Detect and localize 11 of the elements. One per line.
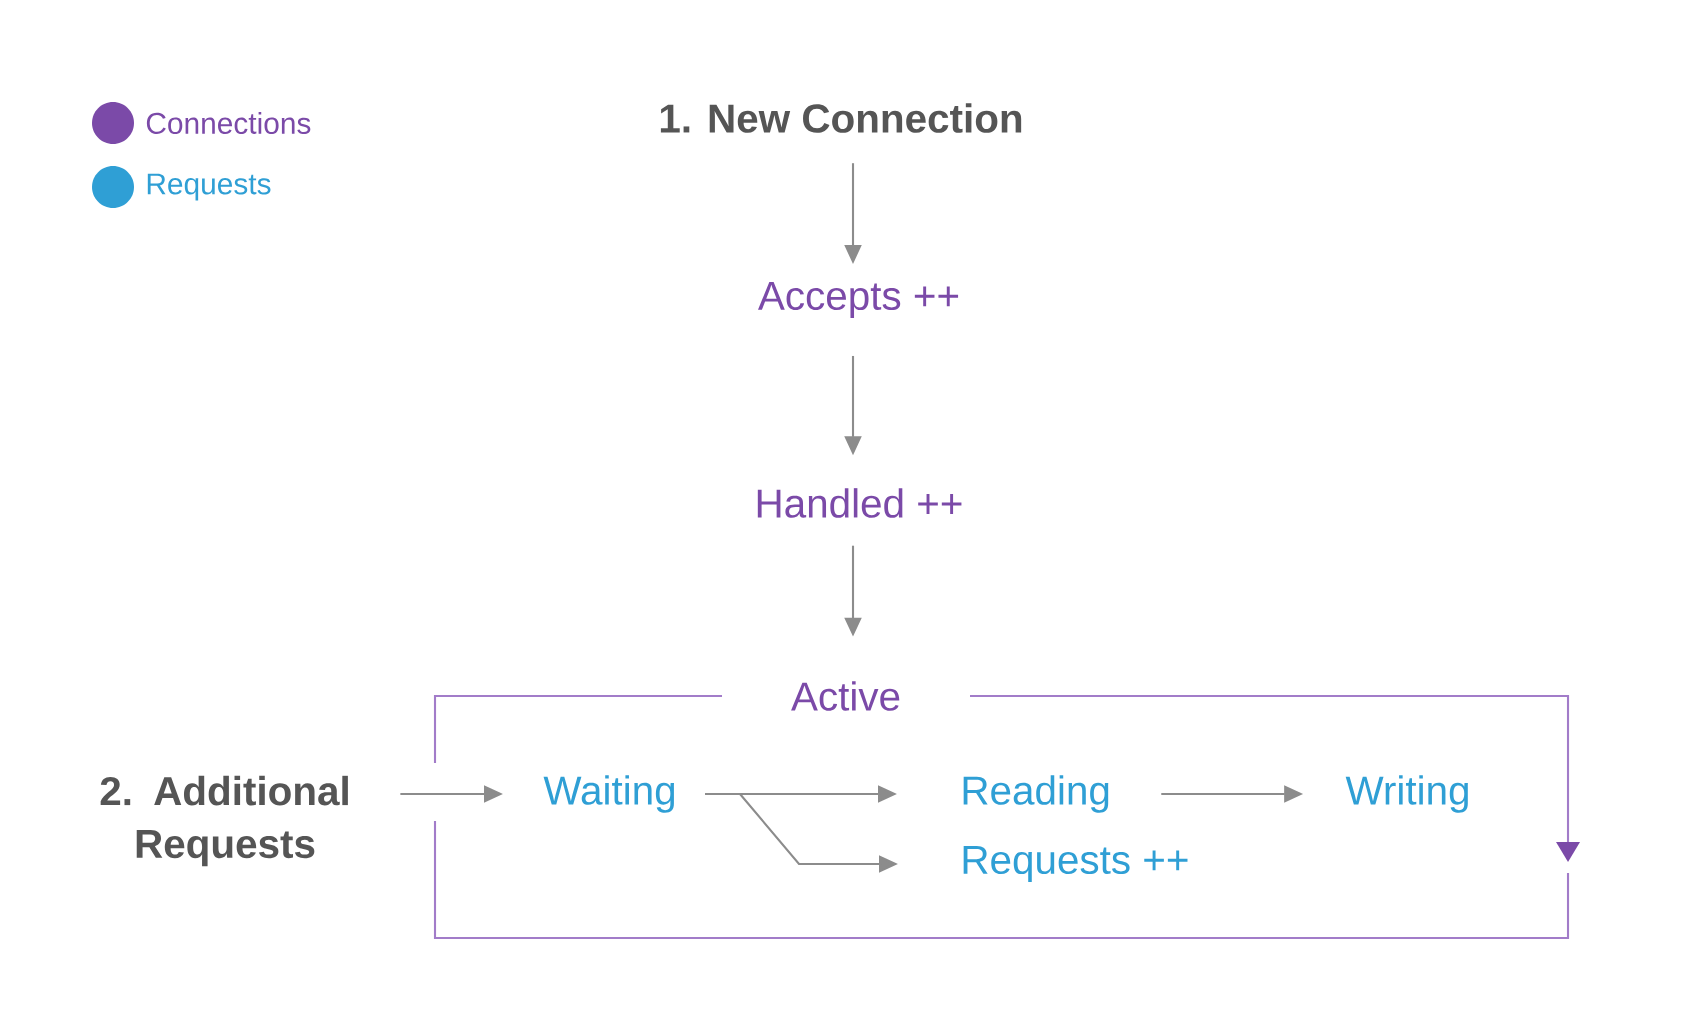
state-label: Accepts ++ [758,281,959,319]
state-label: Reading [963,775,1109,813]
state-label: Handled ++ [757,488,962,518]
node-label: Active [791,681,900,711]
state-label: Waiting [543,775,675,813]
heading: 2. Additional Requests [100,775,348,867]
state-label: Writing [1345,775,1468,813]
legend-label: Connections [146,112,311,134]
state-label: Requests ++ [963,845,1188,883]
legend-label: Requests [147,173,271,201]
heading: 1. New Connection [660,103,1022,133]
